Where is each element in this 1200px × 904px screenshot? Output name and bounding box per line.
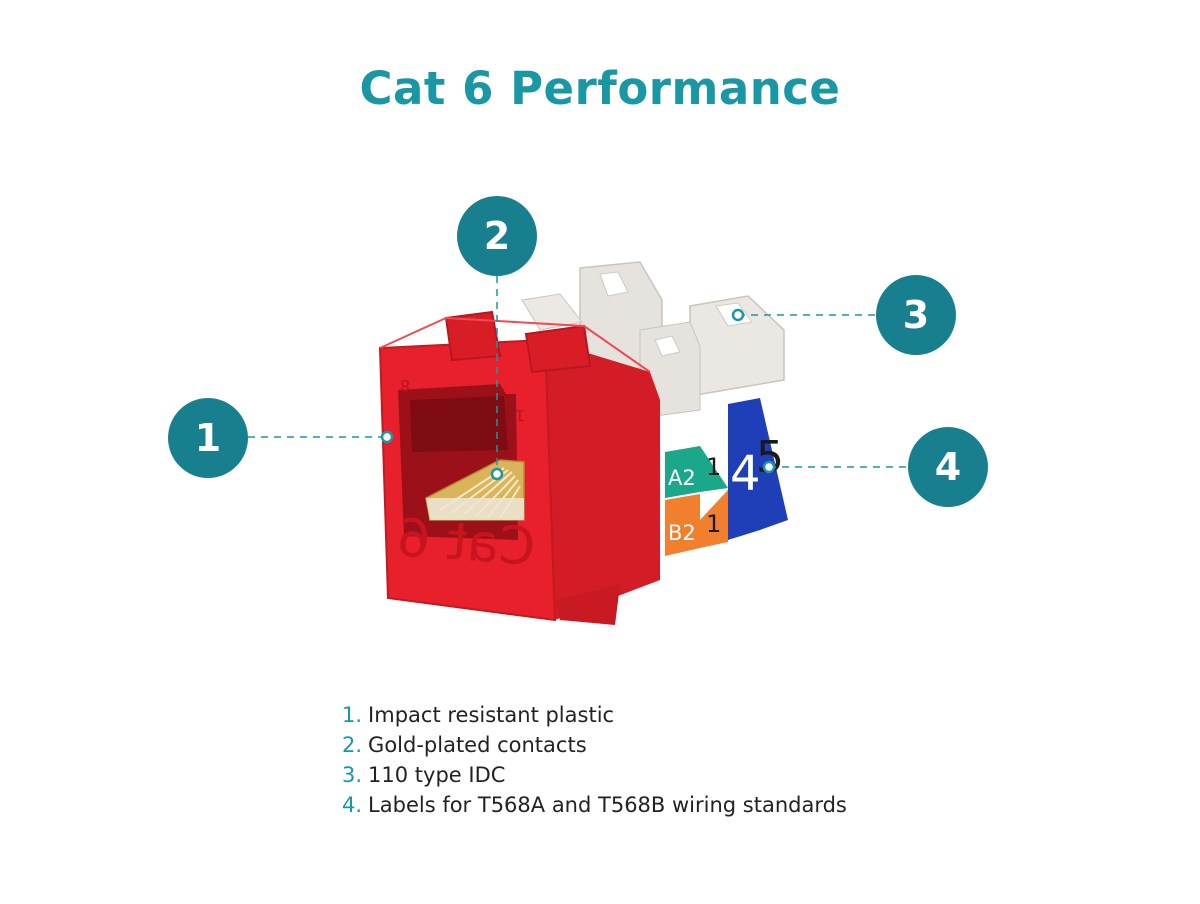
page-title: Cat 6 Performance	[359, 62, 841, 115]
label-5: 5	[756, 432, 784, 483]
label-a2-pair: 1	[706, 453, 721, 481]
jack-top-latch-left	[444, 310, 502, 362]
label-4: 4	[730, 446, 761, 502]
molded-cat6-text: Cat 6	[395, 508, 537, 577]
feature-item: 1.Impact resistant plastic	[342, 703, 615, 727]
callout-bubble-2: 2	[457, 196, 537, 276]
anchor-dot-4	[762, 460, 776, 474]
feature-item: 4.Labels for T568A and T568B wiring stan…	[342, 793, 847, 817]
label-b2: B2	[668, 521, 696, 545]
label-a2: A2	[668, 466, 696, 490]
anchor-dot-1	[380, 430, 394, 444]
feature-list: 1.Impact resistant plastic 2.Gold-plated…	[342, 700, 847, 820]
jack-top-latch-right	[524, 324, 592, 374]
callout-bubble-1: 1	[168, 398, 248, 478]
pin-mark-1: 1	[515, 406, 525, 425]
feature-item: 2.Gold-plated contacts	[342, 733, 587, 757]
jack-side-panel	[545, 340, 660, 620]
pin-mark-8: 8	[400, 376, 410, 395]
label-b2-pair: 1	[706, 510, 721, 538]
callout-bubble-4: 4	[908, 427, 988, 507]
anchor-dot-3	[731, 308, 745, 322]
anchor-dot-2	[490, 467, 504, 481]
callout-bubble-3: 3	[876, 275, 956, 355]
feature-item: 3.110 type IDC	[342, 763, 506, 787]
